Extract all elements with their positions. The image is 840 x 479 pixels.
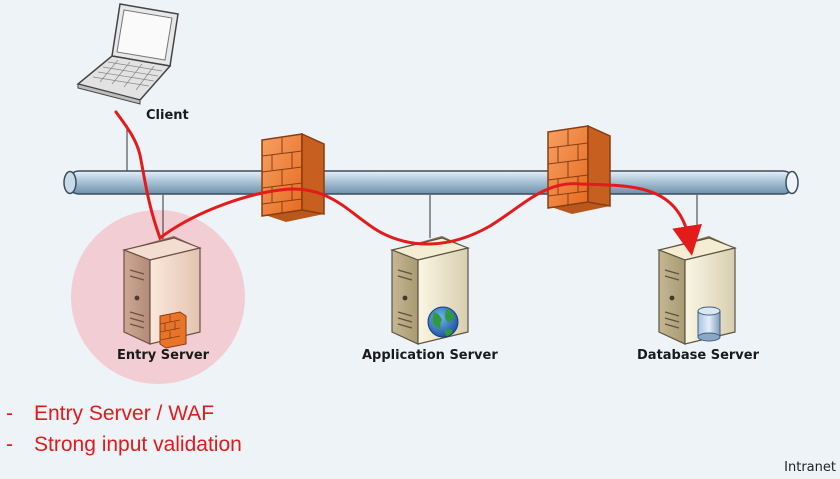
application-server-label: Application Server	[362, 348, 498, 363]
bullet-item: - Entry Server / WAF	[6, 398, 242, 429]
database-server-label: Database Server	[637, 348, 760, 363]
footer-label: Intranet	[784, 460, 836, 475]
client-label: Client	[146, 108, 189, 123]
laptop-icon	[76, 3, 179, 105]
network-pipe	[63, 170, 799, 195]
entry-server-label: Entry Server	[117, 348, 210, 363]
bullet-item: - Strong input validation	[6, 429, 242, 460]
database-server-icon	[656, 236, 738, 345]
bullet-text: Entry Server / WAF	[34, 402, 215, 425]
globe-icon	[427, 306, 459, 338]
entry-server-icon	[121, 236, 203, 349]
bullet-list: - Entry Server / WAF - Strong input vali…	[6, 398, 242, 460]
firewall-icon	[547, 124, 611, 214]
database-cylinder-icon	[697, 306, 721, 342]
request-flow-path	[114, 110, 702, 256]
firewall-icon	[261, 132, 325, 222]
bullet-text: Strong input validation	[34, 433, 242, 456]
